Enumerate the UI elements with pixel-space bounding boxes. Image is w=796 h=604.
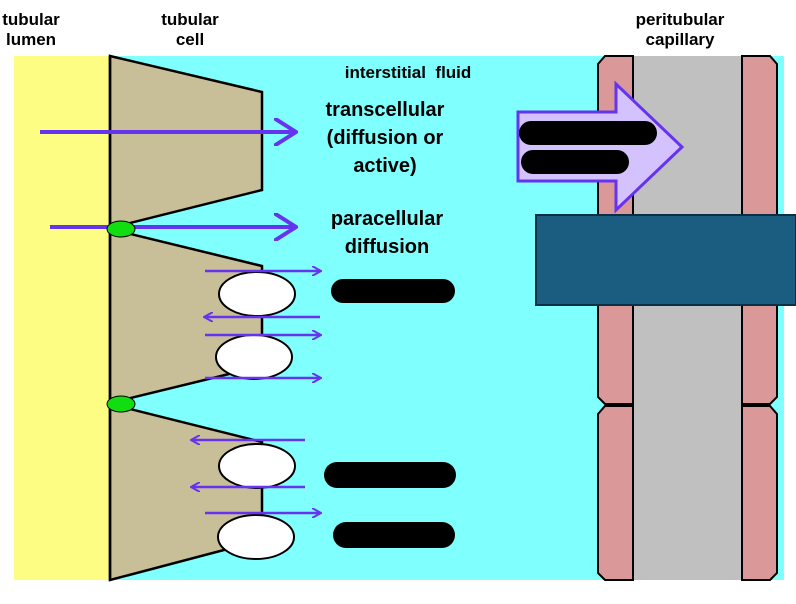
- header-cell-line1: tubular: [161, 10, 219, 29]
- paracellular-line1: paracellular: [330, 208, 444, 230]
- paracellular-line2: diffusion: [344, 236, 430, 258]
- transporter-1: [218, 271, 296, 317]
- header-tubular-lumen: tubular lumen: [0, 10, 62, 50]
- capillary-wall-left-lower: [597, 405, 634, 581]
- transcellular-line3: active): [353, 155, 417, 177]
- transporter-2: [215, 334, 293, 380]
- header-tubular-cell: tubular cell: [150, 10, 230, 50]
- header-interstitial-text: interstitial fluid: [344, 63, 472, 82]
- header-interstitial-fluid: interstitial fluid: [318, 23, 498, 103]
- transporter-4: [217, 514, 295, 560]
- header-cell-line2: cell: [175, 30, 205, 49]
- redaction-bar-1: [519, 121, 657, 145]
- transcellular-label: transcellular (diffusion or active): [305, 96, 465, 180]
- tight-junction-1: [106, 220, 136, 238]
- paracellular-label: paracellular diffusion: [312, 205, 462, 261]
- transcellular-line2: (diffusion or: [326, 127, 444, 149]
- transcellular-line1: transcellular: [325, 99, 445, 121]
- redaction-bar-2: [521, 150, 629, 174]
- capillary-wall-right-lower: [741, 405, 778, 581]
- tubular-lumen-region: [14, 56, 110, 580]
- header-peritubular-capillary: peritubular capillary: [612, 10, 748, 50]
- overlay-box: [535, 214, 796, 306]
- header-lumen-line2: lumen: [5, 30, 57, 49]
- capillary-uptake-arrow: [516, 80, 685, 214]
- tight-junction-2: [106, 395, 136, 413]
- redaction-bar-4: [324, 462, 456, 488]
- header-lumen-line1: tubular: [2, 10, 60, 29]
- transporter-3: [218, 443, 296, 489]
- redaction-bar-5: [333, 522, 455, 548]
- header-capillary-line2: capillary: [645, 30, 715, 49]
- header-capillary-line1: peritubular: [635, 10, 725, 29]
- redaction-bar-3: [331, 279, 455, 303]
